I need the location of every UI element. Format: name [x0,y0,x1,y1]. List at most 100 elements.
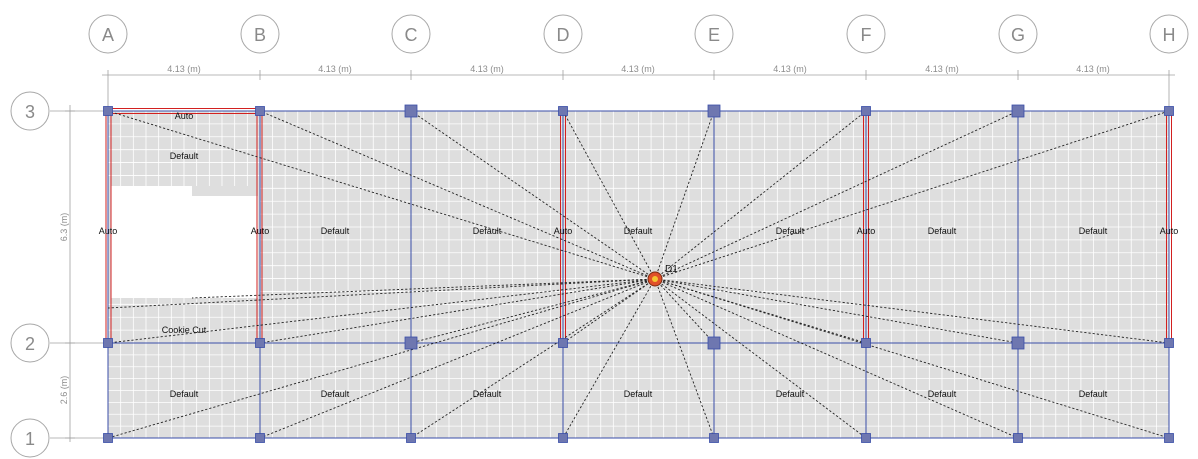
svg-text:1: 1 [25,429,35,449]
svg-text:3: 3 [25,102,35,122]
label-auto-h: Auto [1160,226,1179,236]
grid-bubble-h[interactable]: H [1149,14,1189,54]
label-cookie-cut: Cookie Cut [162,325,207,335]
diaphragm-link [107,278,656,439]
column-c3[interactable] [404,104,418,118]
label-default-bottom-ef: Default [776,389,805,399]
column-f2[interactable] [861,338,871,348]
label-auto-d: Auto [554,226,573,236]
diaphragm-link [654,278,867,439]
label-default-bottom-de: Default [624,389,653,399]
diaphragm-link [562,278,656,439]
beams [107,110,1170,439]
column-e3[interactable] [707,104,721,118]
diaphragm-links [107,110,1170,439]
dim-fg: 4.13 (m) [925,64,959,74]
label-default-fg: Default [928,226,957,236]
grid-bubble-c[interactable]: C [391,14,431,54]
grid-bubble-d[interactable]: D [543,14,583,54]
column-f3[interactable] [861,106,871,116]
diaphragm-link [259,278,656,344]
column-b1[interactable] [255,433,265,443]
diaphragm-link [654,278,1170,439]
diaphragm-link [562,110,656,280]
column-c2[interactable] [404,336,418,350]
diaphragm-link [654,278,1019,344]
diaphragm-link [654,278,715,439]
label-default-ab-top: Default [170,151,199,161]
opening-void [111,186,258,298]
column-g1[interactable] [1013,433,1023,443]
diaphragm-link [191,278,656,299]
column-a2[interactable] [103,338,113,348]
diaphragm-link [410,110,656,280]
label-default-bottom-gh: Default [1079,389,1108,399]
column-h3[interactable] [1164,106,1174,116]
column-b2[interactable] [255,338,265,348]
grid-bubbles: A B C D E F G H 3 2 1 [10,14,1189,458]
svg-text:2: 2 [25,334,35,354]
diaphragm-link [654,110,867,280]
column-g2[interactable] [1011,336,1025,350]
column-h2[interactable] [1164,338,1174,348]
svg-text:G: G [1011,25,1025,45]
grid-bubble-1[interactable]: 1 [10,418,50,458]
grid-bubble-f[interactable]: F [846,14,886,54]
diaphragm-link [654,110,1170,280]
diaphragm-link [107,278,656,344]
label-default-ef: Default [776,226,805,236]
diaphragm-link [654,278,715,344]
label-auto-a: Auto [99,226,118,236]
svg-text:H: H [1163,25,1176,45]
column-e2[interactable] [707,336,721,350]
label-default-bottom-fg: Default [928,389,957,399]
column-f1[interactable] [861,433,871,443]
label-default-de: Default [624,226,653,236]
column-d1[interactable] [558,433,568,443]
column-a1[interactable] [103,433,113,443]
label-default-bc: Default [321,226,350,236]
label-auto-b: Auto [251,226,270,236]
dimension-lines: 4.13 (m) 4.13 (m) 4.13 (m) 4.13 (m) 4.13… [50,64,1175,442]
dim-ab: 4.13 (m) [167,64,201,74]
column-d2[interactable] [558,338,568,348]
grid-bubble-a[interactable]: A [88,14,128,54]
column-a3[interactable] [103,106,113,116]
diaphragm-link [562,278,656,344]
label-default-cd: Default [473,226,502,236]
column-e1[interactable] [709,433,719,443]
column-c1[interactable] [406,433,416,443]
diaphragm-link [654,110,715,280]
grid-bubble-b[interactable]: B [240,14,280,54]
grid-bubble-2[interactable]: 2 [10,323,50,363]
svg-text:A: A [102,25,114,45]
dim-cd: 4.13 (m) [470,64,504,74]
diaphragm-link [410,278,656,344]
svg-text:F: F [861,25,872,45]
grid-bubble-g[interactable]: G [998,14,1038,54]
area-labels: Auto Default Auto Auto Default Default A… [99,111,1179,399]
columns [103,104,1174,443]
svg-text:D: D [557,25,570,45]
diaphragm-label: D1 [665,264,678,275]
column-h1[interactable] [1164,433,1174,443]
svg-text:B: B [254,25,266,45]
column-d3[interactable] [558,106,568,116]
diaphragm-link [259,278,656,439]
grid-bubble-e[interactable]: E [694,14,734,54]
diaphragm-link [654,110,1019,280]
label-default-bottom-bc: Default [321,389,350,399]
column-g3[interactable] [1011,104,1025,118]
diaphragm-link [107,278,656,309]
label-auto-f: Auto [857,226,876,236]
diaphragm-link [107,110,656,280]
label-default-bottom-ab: Default [170,389,199,399]
svg-text:C: C [405,25,418,45]
label-default-bottom-cd: Default [473,389,502,399]
diaphragm-link [259,110,656,280]
grid-bubble-3[interactable]: 3 [10,91,50,131]
diaphragm-center[interactable]: D1 [647,264,678,287]
column-b3[interactable] [255,106,265,116]
label-default-gh: Default [1079,226,1108,236]
